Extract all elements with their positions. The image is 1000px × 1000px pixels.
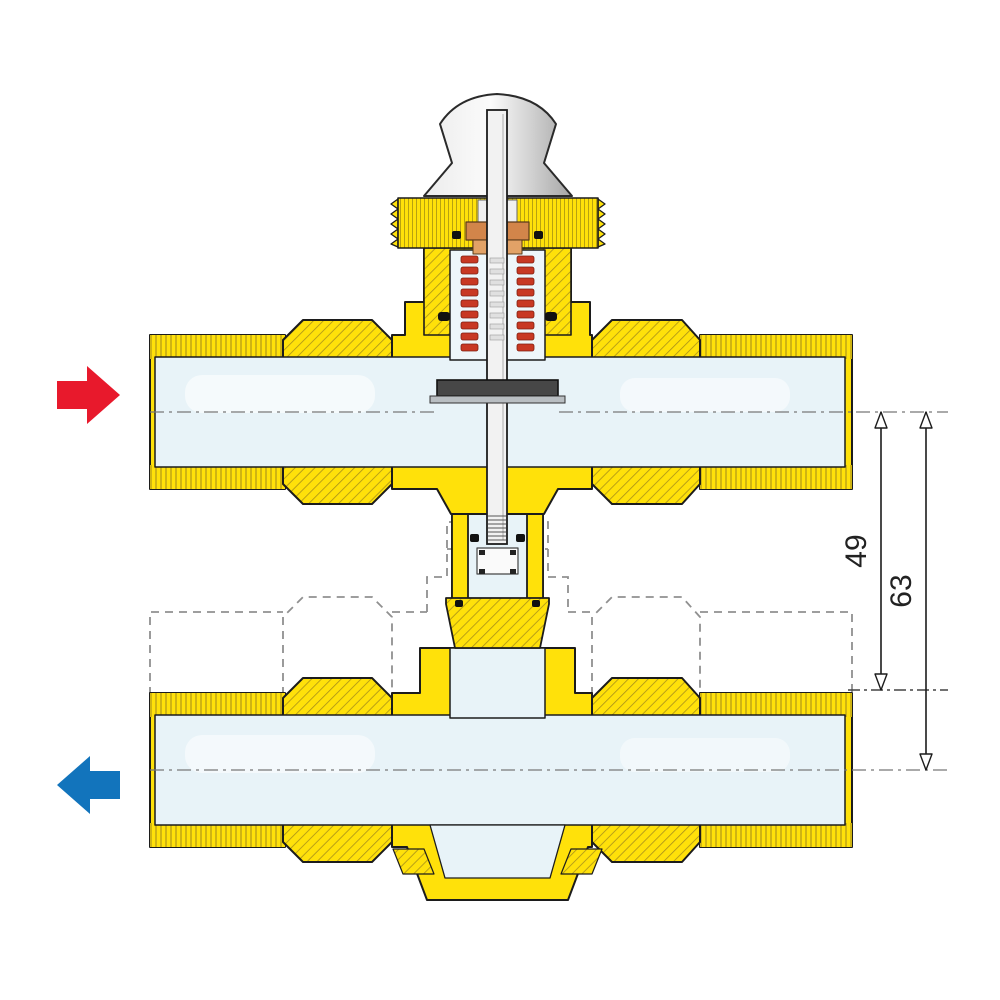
valve-disc (429, 379, 566, 404)
stem-thread-tip (488, 515, 506, 541)
dimension-49-label: 49 (840, 534, 873, 567)
valve-stem (470, 109, 525, 545)
column-union-nut (445, 597, 550, 649)
lower-valve-body (149, 647, 948, 901)
spring (460, 255, 535, 352)
knurled-ring-right-serration (597, 198, 606, 248)
dimension-lines: 49 63 (840, 411, 948, 771)
knurled-ring-left-serration (390, 198, 399, 248)
o-ring-seals (438, 231, 557, 321)
dimension-63-label: 63 (885, 574, 918, 607)
flow-in-arrow (57, 366, 120, 424)
valve-bonnet (390, 197, 606, 361)
flow-out-arrow (57, 756, 120, 814)
